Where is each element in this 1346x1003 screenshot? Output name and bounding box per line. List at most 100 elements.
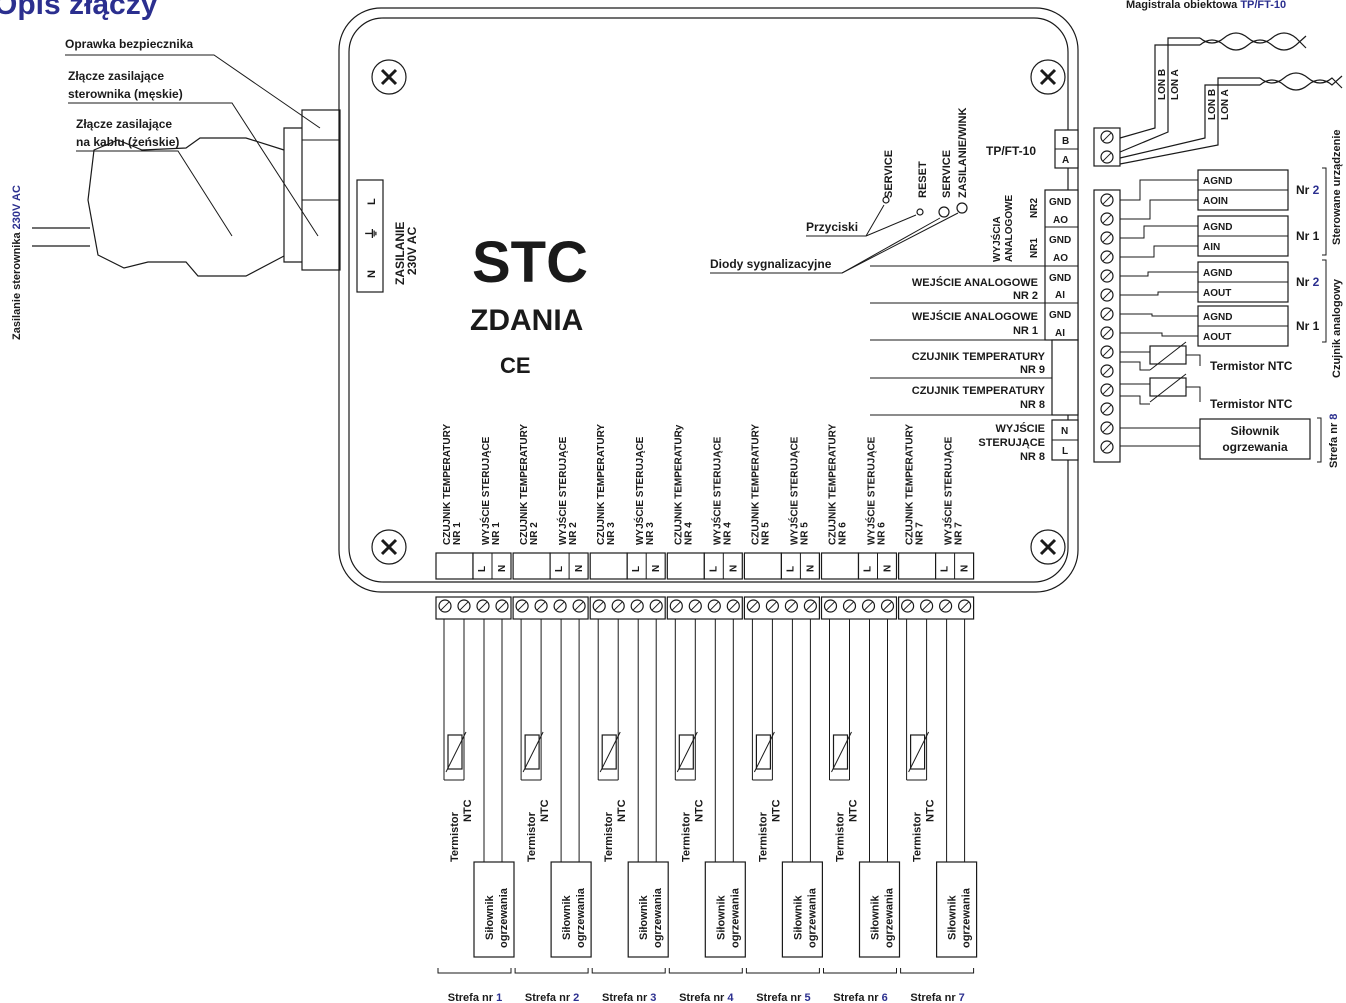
female-connector-label-2: na kablu (żeńskie) xyxy=(76,135,179,149)
actuator-label: Siłownik xyxy=(947,895,959,941)
analog-in-title: WEJŚCIE ANALOGOWE xyxy=(912,310,1038,323)
sensor-terminal xyxy=(743,552,783,580)
actuator-label: Siłownik xyxy=(484,895,496,941)
power-label: Zasilanie sterownika 230V AC xyxy=(11,185,23,340)
zone-label: Strefa nr 4 xyxy=(679,992,734,1003)
output-nr: NR 3 xyxy=(645,522,656,545)
terminal-screw-icon xyxy=(611,599,625,613)
terminal-screw-icon xyxy=(572,599,586,613)
output-title-2: STERUJĄCE xyxy=(978,437,1045,449)
thermistor-label: NTC xyxy=(693,799,705,822)
analog-out-title-1: WYJŚCIA xyxy=(990,216,1003,262)
terminal-screw-icon xyxy=(688,599,702,613)
terminal-screw-icon xyxy=(919,599,934,613)
power-wink-led xyxy=(956,202,968,214)
temp-terminal-block xyxy=(1051,339,1079,416)
pin-n: N xyxy=(574,565,585,572)
device-pin-a: AGND xyxy=(1203,312,1232,323)
actuator-label: ogrzewania xyxy=(729,887,741,948)
lon-a-label: LON A xyxy=(1220,89,1231,120)
output-nr8: NR 8 xyxy=(1020,451,1045,463)
actuator-label: Siłownik xyxy=(870,895,882,941)
screw-icon xyxy=(371,529,407,565)
actuator-label: ogrzewania xyxy=(1222,440,1288,454)
output-label: WYJŚCIE STERUJĄCE xyxy=(633,436,646,545)
pin-l: L xyxy=(940,566,951,572)
service-led-label: SERVICE xyxy=(941,150,953,198)
actuator-label: Siłownik xyxy=(638,895,650,941)
bus-label: Magistrala obiektowa TP/FT-10 xyxy=(1126,0,1286,11)
lon-b-label: LON B xyxy=(1157,69,1168,100)
pin-ao: AO xyxy=(1053,215,1068,226)
lon-b-label: LON B xyxy=(1207,89,1218,120)
device-pin-a: AGND xyxy=(1203,176,1232,187)
device-pin-a: AGND xyxy=(1203,222,1232,233)
output-nr: NR 4 xyxy=(722,522,733,545)
thermistor-label: NTC xyxy=(462,799,474,822)
earth-icon: ⏚ xyxy=(364,227,379,240)
pin-n: N xyxy=(1061,426,1068,437)
device-pin-b: AIN xyxy=(1203,242,1220,253)
actuator-box xyxy=(627,861,669,958)
thermistor-nr9 xyxy=(1120,341,1201,371)
terminal-screw-icon xyxy=(495,599,509,613)
terminal-screw-icon xyxy=(1100,402,1114,416)
analog-device: AGND AIN Nr 1 xyxy=(1120,215,1320,258)
buttons-label: Przyciski xyxy=(806,220,858,234)
thermistor-label: Termistor xyxy=(835,811,847,862)
zone-label: Strefa nr 2 xyxy=(525,992,579,1003)
zone-label: Strefa nr 5 xyxy=(756,992,810,1003)
supply-terminal xyxy=(356,179,384,293)
temp-sensor-nr8: NR 8 xyxy=(1020,399,1045,411)
device-subtitle: ZDANIA xyxy=(470,304,583,337)
actuator-box xyxy=(858,861,901,958)
zone-label: Strefa nr 7 xyxy=(910,992,964,1003)
device-nr: Nr 2 xyxy=(1296,275,1320,289)
actuator-label: Siłownik xyxy=(1231,424,1280,438)
output-label: WYJŚCIE STERUJĄCE xyxy=(942,436,955,545)
sensor-nr: NR 7 xyxy=(915,522,926,545)
output-nr: NR 1 xyxy=(491,522,502,545)
thermistor-nr8 xyxy=(1120,373,1201,405)
terminal-screw-icon xyxy=(1100,345,1114,359)
pin-l: L xyxy=(477,566,488,572)
power-plug xyxy=(87,137,285,277)
sensor-nr: NR 4 xyxy=(683,522,694,545)
device-pin-b: AOUT xyxy=(1203,332,1231,343)
actuator-zone8 xyxy=(1199,418,1311,460)
sensor-label: CZUJNIK TEMPERATURY xyxy=(442,424,453,545)
service-button[interactable] xyxy=(882,196,890,204)
actuator-label: Siłownik xyxy=(561,895,573,941)
sensor-nr: NR 6 xyxy=(838,522,849,545)
reset-button[interactable] xyxy=(916,208,924,216)
thermistor-label: Termistor xyxy=(603,811,615,862)
supply-title: ZASILANIE xyxy=(393,222,407,285)
terminal-screw-icon xyxy=(957,599,972,613)
device-nr: Nr 1 xyxy=(1296,229,1320,243)
analog-sensor-label: Czujnik analogowy xyxy=(1331,278,1343,378)
terminal-screw-icon xyxy=(1100,288,1114,302)
sensor-terminal xyxy=(897,552,937,580)
sensor-terminal xyxy=(589,552,628,580)
actuator-label: ogrzewania xyxy=(961,887,973,948)
pin-l: L xyxy=(631,566,642,572)
sensor-label: CZUJNIK TEMPERATURY xyxy=(828,424,839,545)
terminal-screw-icon xyxy=(938,599,953,613)
actuator-label: Siłownik xyxy=(715,895,727,941)
terminal-screw-icon xyxy=(669,599,683,613)
temp-sensor-title: CZUJNIK TEMPERATURY xyxy=(912,351,1046,363)
zone8-label: Strefa nr 8 xyxy=(1328,414,1340,468)
analog-in-nr1: NR 1 xyxy=(1013,325,1038,337)
actuator-box xyxy=(550,861,592,958)
terminal-screw-icon xyxy=(438,599,452,613)
terminal-screw-icon xyxy=(553,599,567,613)
zone-label: Strefa nr 6 xyxy=(833,992,887,1003)
output-label: WYJŚCIE STERUJĄCE xyxy=(787,436,800,545)
thermistor-label: Termistor xyxy=(912,811,924,862)
